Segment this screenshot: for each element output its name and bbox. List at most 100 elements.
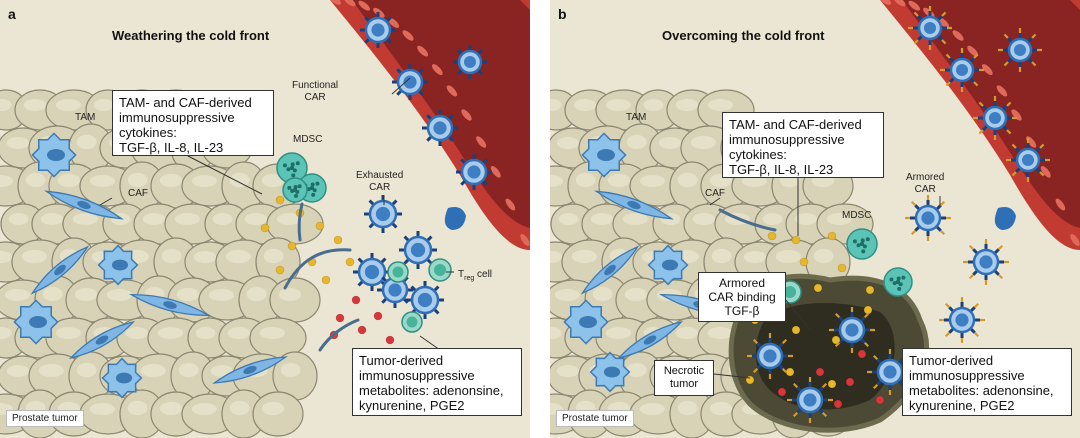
tumor-cell-highlight (280, 362, 301, 378)
tam-cell (13, 299, 59, 345)
blood-vessel (879, 0, 1080, 250)
tumor-cell-highlight (639, 403, 665, 415)
armor-receptor (939, 200, 946, 207)
functional-car-label: Functional CAR (292, 80, 339, 103)
mdsc-granule (897, 286, 902, 291)
armor-receptor (978, 101, 984, 107)
mdsc-granule (315, 181, 320, 186)
caf-cell (128, 293, 212, 317)
armor-receptor (941, 11, 947, 17)
migration-arrow (297, 202, 304, 242)
cytokine-dot (315, 221, 325, 231)
metabolite-dot (777, 387, 787, 397)
armor-receptor (821, 382, 828, 389)
car-nucleus (1021, 153, 1035, 167)
armor-receptor (1031, 33, 1037, 39)
tumor-cell-highlight (775, 249, 801, 264)
tam-cell (97, 244, 139, 286)
tumor-cell-highlight (193, 251, 217, 263)
tumor-cell-highlight (607, 173, 631, 188)
tumor-cell-highlight (0, 327, 12, 339)
armor-receptor (997, 244, 1004, 251)
armor-receptor (913, 11, 919, 17)
panel-a-illustration (0, 0, 530, 438)
exhausted-car-cell (406, 281, 444, 319)
endothelial-cell (329, 0, 341, 5)
tumor-cell-highlight (8, 213, 29, 225)
treg-cell (387, 261, 409, 283)
exhausted-car-cell (399, 231, 437, 269)
treg-label-suffix: cell (474, 269, 493, 280)
callout-line (187, 155, 263, 195)
armored-car-cell (747, 333, 793, 379)
cytokine-dot (767, 231, 777, 241)
tam-cell (31, 132, 77, 178)
armor-receptor (792, 382, 799, 389)
functional-car-cell (456, 154, 492, 190)
tumor-cell-highlight (550, 99, 562, 111)
mdsc-granule (889, 277, 894, 282)
car-nucleus (955, 313, 969, 327)
endothelial-cell (981, 64, 993, 76)
armored-car-cell (939, 297, 985, 343)
callout-lines (99, 77, 454, 352)
car-nucleus (371, 23, 385, 37)
treg-nucleus (406, 316, 418, 328)
tumor-cell-highlight (794, 213, 818, 225)
mdsc-cell (846, 228, 878, 260)
armor-receptor (944, 331, 951, 338)
tumor-cell-highlight (244, 213, 268, 225)
armored-car-cell (787, 377, 833, 423)
tumor-cell-highlight (707, 99, 733, 111)
metabolite-dot (845, 377, 855, 387)
armor-receptor (968, 244, 975, 251)
panel-b-letter: b (558, 6, 567, 22)
tumor-cell-highlight (624, 287, 648, 302)
prostate-tumor-label: Prostate tumor (6, 410, 84, 427)
cytokine-dot (813, 283, 823, 293)
tumor-cell-highlight (178, 362, 199, 378)
tumor-cell-highlight (212, 213, 233, 225)
immune-cells (13, 12, 492, 399)
car-nucleus (433, 121, 447, 135)
treg-label-sub: reg (464, 275, 475, 282)
tumor-cell-highlight (76, 362, 97, 378)
tumor-cell-highlight (571, 249, 597, 264)
tam-cell (647, 244, 689, 286)
armor-receptor (834, 341, 841, 348)
endothelial-cell (431, 64, 443, 76)
caf-cell (580, 245, 640, 295)
tumor-cell-highlight (0, 175, 13, 187)
armor-receptor (781, 338, 788, 345)
endothelial-cell (520, 234, 530, 246)
car-nucleus (417, 292, 433, 308)
armor-receptor (941, 39, 947, 45)
metabolite-dot (385, 335, 395, 345)
cytokine-dot (791, 325, 801, 335)
treg-nucleus (392, 266, 404, 278)
armored-car-cell (905, 195, 951, 241)
mdsc-granule (865, 237, 870, 242)
mdsc-granule (860, 238, 865, 243)
armor-receptor (997, 273, 1004, 280)
endothelial-cell (461, 109, 472, 121)
caf-nucleus (604, 264, 616, 276)
armor-receptor (1003, 61, 1009, 67)
mdsc-granule (294, 193, 299, 198)
armor-receptor (945, 81, 951, 87)
caf-nucleus (163, 301, 177, 309)
caf-cell (44, 190, 124, 220)
tumor-cell-highlight (55, 99, 81, 111)
callout-line (391, 77, 411, 95)
caf-cell (68, 320, 136, 360)
tumor-cell-highlight (261, 401, 285, 416)
car-nucleus (375, 206, 391, 222)
armor-receptor (1039, 171, 1045, 177)
treg-cell (401, 311, 423, 333)
tumor-cell-highlight (643, 99, 664, 111)
tam-nucleus (579, 316, 597, 328)
armor-receptor (1031, 61, 1037, 67)
tumor-cell-highlight (89, 175, 115, 187)
metabolite-dot (833, 399, 843, 409)
armor-receptor (910, 229, 917, 236)
